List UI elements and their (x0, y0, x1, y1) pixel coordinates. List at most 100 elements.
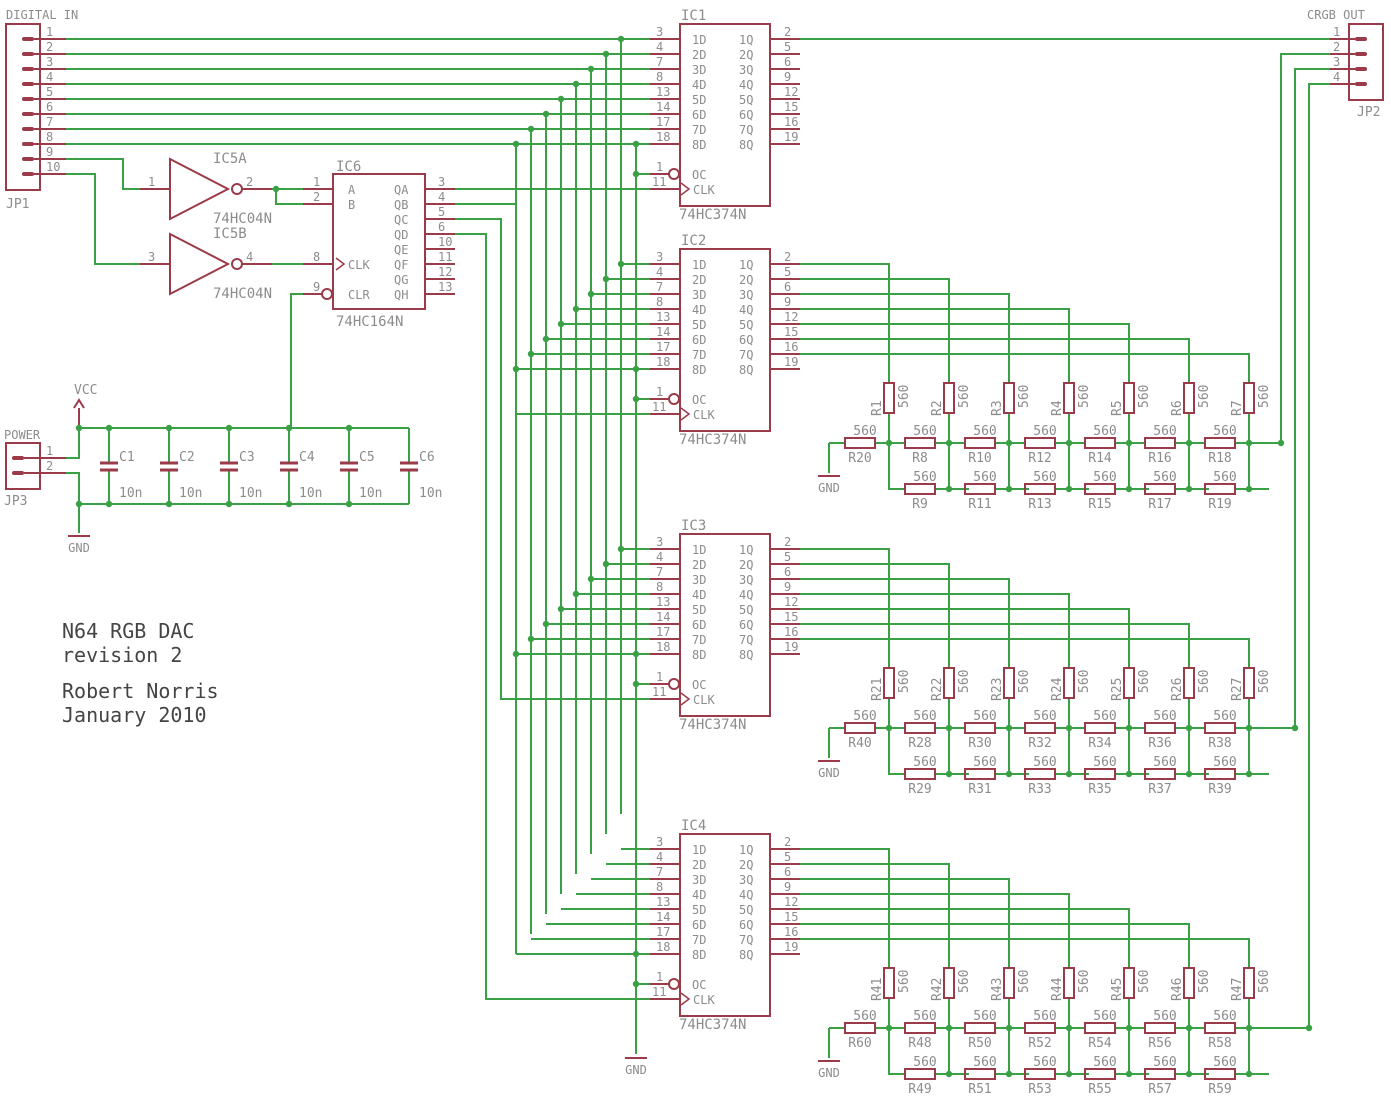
jp2-pin (1355, 82, 1367, 86)
resistor (964, 483, 996, 495)
resistor-value: 560 (1033, 755, 1056, 770)
resistor (1183, 967, 1195, 999)
latch-pin-number: 8 (656, 295, 663, 309)
wire-qb-ic2 (455, 203, 680, 415)
capacitor-ref: C4 (299, 450, 315, 465)
junction-dot (632, 170, 640, 178)
resistor-ref: R20 (848, 451, 871, 466)
latch-oc-bubble (668, 978, 680, 990)
resistor (1084, 722, 1116, 734)
junction-dot (557, 95, 565, 103)
wire-q-to-ladder (800, 863, 950, 968)
latch-pin-number: 3 (656, 835, 663, 849)
junction-dot (1005, 1024, 1013, 1032)
resistor-value: 560 (1017, 385, 1032, 408)
wire-ladder (888, 1028, 905, 1075)
latch-pin-name: CLK (693, 183, 715, 197)
junction-dot (527, 125, 535, 133)
jp3-pin (12, 456, 24, 460)
latch-pin-name: OC (692, 168, 706, 182)
latch-pin-name: 6Q (739, 618, 753, 632)
junction-dot (632, 140, 640, 148)
jp1-pin (22, 52, 34, 56)
latch-pin-name: 5Q (739, 318, 753, 332)
resistor-value: 560 (973, 470, 996, 485)
jp1-pin-number: 1 (46, 25, 53, 39)
junction-dot (542, 110, 550, 118)
resistor-value: 560 (1093, 470, 1116, 485)
latch-pin-name: 5D (692, 903, 706, 917)
resistor-ref: R14 (1088, 451, 1112, 466)
latch-pin-number: 11 (652, 985, 666, 999)
latch-clk-marker (680, 692, 691, 706)
resistor-ref: R44 (1050, 977, 1065, 1001)
wire-ladder (888, 728, 905, 775)
latch-pin-name: 7Q (739, 123, 753, 137)
resistor (1063, 967, 1075, 999)
resistor-ref: R13 (1028, 497, 1051, 512)
resistor-value: 560 (973, 1055, 996, 1070)
jp3-pin-number: 1 (46, 444, 53, 458)
resistor-ref: R19 (1208, 497, 1231, 512)
resistor (1144, 1022, 1176, 1034)
latch-pin-number: 14 (656, 910, 670, 924)
resistor-value: 560 (1153, 755, 1176, 770)
resistor-value: 560 (1213, 1055, 1236, 1070)
resistor-ref: R46 (1170, 978, 1185, 1001)
latch-pin-number: 9 (784, 880, 791, 894)
junction-dot (602, 275, 610, 283)
wire-jp2-2 (1280, 53, 1330, 443)
resistor-value: 560 (1093, 424, 1116, 439)
latch-pin-number: 11 (652, 685, 666, 699)
resistor-value: 560 (1137, 970, 1152, 993)
resistor (1123, 382, 1135, 414)
ic6-pin-name: CLK (348, 258, 370, 272)
latch-pin-name: 6Q (739, 918, 753, 932)
resistor-ref: R50 (968, 1036, 991, 1051)
jp2-pin (1355, 37, 1367, 41)
latch-pin-number: 11 (652, 400, 666, 414)
resistor-ref: R32 (1028, 736, 1051, 751)
ic6-pin-number: 10 (438, 235, 452, 249)
resistor (1243, 382, 1255, 414)
latch-pin-name: 7Q (739, 348, 753, 362)
latch-pin-name: 1D (692, 258, 706, 272)
junction-dot (542, 620, 550, 628)
junction-dot (512, 650, 520, 658)
resistor (1144, 768, 1176, 780)
resistor-ref: R16 (1148, 451, 1171, 466)
resistor-ref: R22 (930, 678, 945, 701)
resistor (1063, 667, 1075, 699)
latch-pin-number: 13 (656, 310, 670, 324)
jp1-pin-number: 9 (46, 145, 53, 159)
junction-dot (527, 350, 535, 358)
latch-pin-number: 18 (656, 130, 670, 144)
resistor-ref: R17 (1148, 497, 1171, 512)
jp1-pin (22, 142, 34, 146)
junction-dot (272, 185, 280, 193)
latch-pin-number: 2 (784, 835, 791, 849)
latch-pin-number: 1 (656, 385, 663, 399)
resistor-value: 560 (1257, 385, 1272, 408)
resistor-value: 560 (1197, 670, 1212, 693)
note-revision: revision 2 (62, 643, 182, 667)
capacitor-value: 10n (179, 486, 202, 501)
wire-q-to-ladder (800, 638, 1250, 668)
latch-pin-number: 19 (784, 640, 798, 654)
latch-oc-bubble (668, 168, 680, 180)
wire-q-to-ladder (800, 548, 890, 668)
resistor (883, 667, 895, 699)
junction-dot (1277, 439, 1285, 447)
resistor (1144, 483, 1176, 495)
resistor-ref: R33 (1028, 782, 1051, 797)
latch-pin-number: 7 (656, 865, 663, 879)
latch-pin-number: 16 (784, 925, 798, 939)
latch-pin-name: 7D (692, 633, 706, 647)
resistor-value: 560 (913, 424, 936, 439)
ic5a-pin: 1 (148, 175, 155, 189)
resistor (1003, 967, 1015, 999)
resistor-value: 560 (913, 1055, 936, 1070)
latch-pin-number: 17 (656, 625, 670, 639)
latch-pin-number: 7 (656, 565, 663, 579)
latch-pin-name: 5Q (739, 603, 753, 617)
